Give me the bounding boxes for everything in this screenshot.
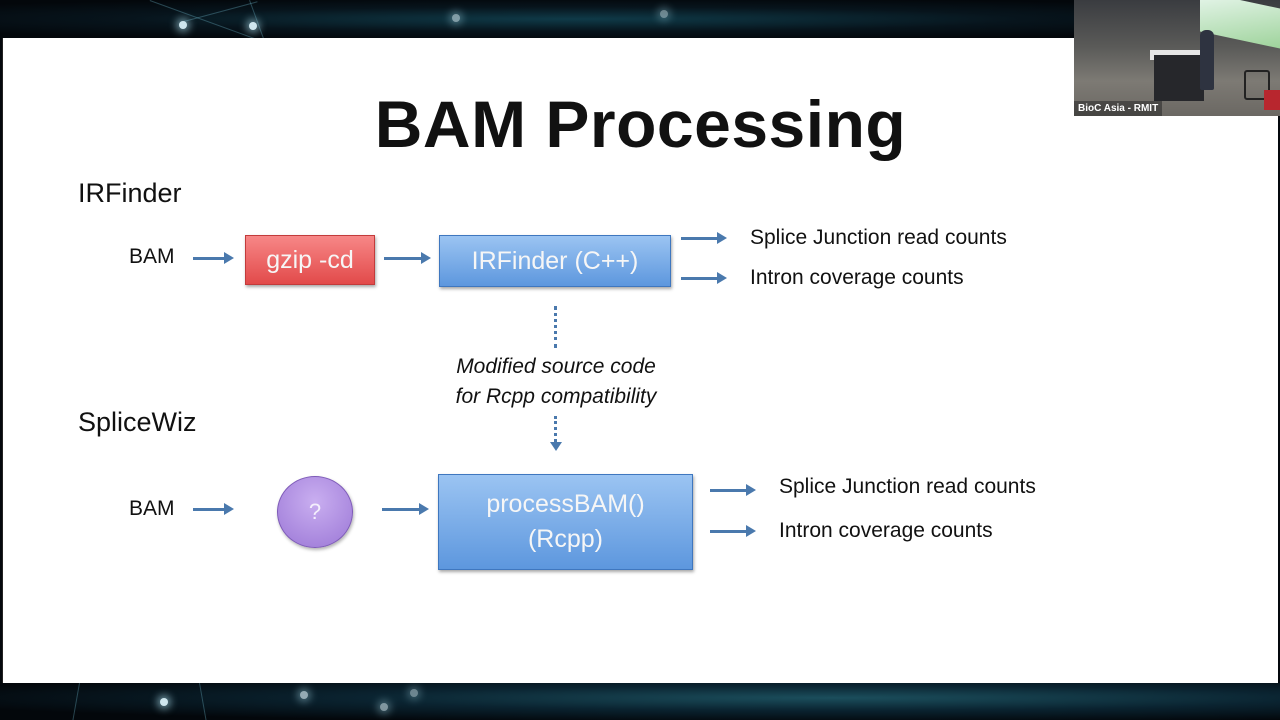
output-splice-junction-bottom: Splice Junction read counts xyxy=(779,475,1036,498)
section-label-irfinder: IRFinder xyxy=(78,178,182,208)
connector-note-line1: Modified source code xyxy=(456,355,656,378)
podium xyxy=(1154,55,1204,101)
arrow-right-icon xyxy=(710,484,756,496)
bg-network-node xyxy=(410,689,418,697)
arrow-right-icon xyxy=(710,525,756,537)
bam-input-label-top: BAM xyxy=(129,245,175,268)
arrow-right-icon xyxy=(193,252,234,264)
arrow-right-icon xyxy=(384,252,431,264)
background-top-band xyxy=(0,0,1280,38)
dotted-connector-lower xyxy=(554,416,557,442)
connector-note-line2: for Rcpp compatibility xyxy=(455,385,657,408)
dotted-connector-upper xyxy=(554,306,557,348)
bg-network-line xyxy=(249,0,271,38)
bg-network-node xyxy=(160,698,168,706)
section-label-splicewiz: SpliceWiz xyxy=(78,407,197,437)
bg-network-node xyxy=(179,21,187,29)
slide-title: BAM Processing xyxy=(374,87,907,161)
bg-network-line xyxy=(68,683,80,720)
bg-network-line xyxy=(180,1,258,23)
bg-network-node xyxy=(249,22,257,30)
red-chair xyxy=(1264,90,1280,110)
arrow-down-icon xyxy=(550,442,562,451)
speaker-video-overlay: BioC Asia - RMIT xyxy=(1074,0,1280,116)
bg-network-line xyxy=(199,683,209,720)
video-label: BioC Asia - RMIT xyxy=(1074,101,1163,116)
output-intron-coverage-bottom: Intron coverage counts xyxy=(779,519,993,542)
bam-input-label-bottom: BAM xyxy=(129,497,175,520)
speaker xyxy=(1200,30,1214,90)
processbam-step-box: processBAM() (Rcpp) xyxy=(438,474,693,570)
irfinder-step-box: IRFinder (C++) xyxy=(439,235,671,287)
arrow-right-icon xyxy=(681,272,727,284)
bg-network-node xyxy=(452,14,460,22)
arrow-right-icon xyxy=(382,503,429,515)
arrow-right-icon xyxy=(193,503,234,515)
gzip-step-box: gzip -cd xyxy=(245,235,375,285)
bg-network-line xyxy=(149,0,263,38)
rcpp-label: (Rcpp) xyxy=(527,525,603,553)
processbam-label: processBAM() xyxy=(486,490,645,518)
connector-note: Modified source code for Rcpp compatibil… xyxy=(406,352,706,412)
bg-network-node xyxy=(660,10,668,18)
output-splice-junction-top: Splice Junction read counts xyxy=(750,226,1007,249)
chair xyxy=(1244,70,1270,100)
bg-network-node xyxy=(300,691,308,699)
output-intron-coverage-top: Intron coverage counts xyxy=(750,266,964,289)
presentation-slide: BAM Processing IRFinder BAM gzip -cd IRF… xyxy=(2,38,1278,683)
bg-network-node xyxy=(380,703,388,711)
background-bottom-band xyxy=(0,683,1280,720)
arrow-right-icon xyxy=(681,232,727,244)
unknown-step-circle: ? xyxy=(277,476,353,548)
